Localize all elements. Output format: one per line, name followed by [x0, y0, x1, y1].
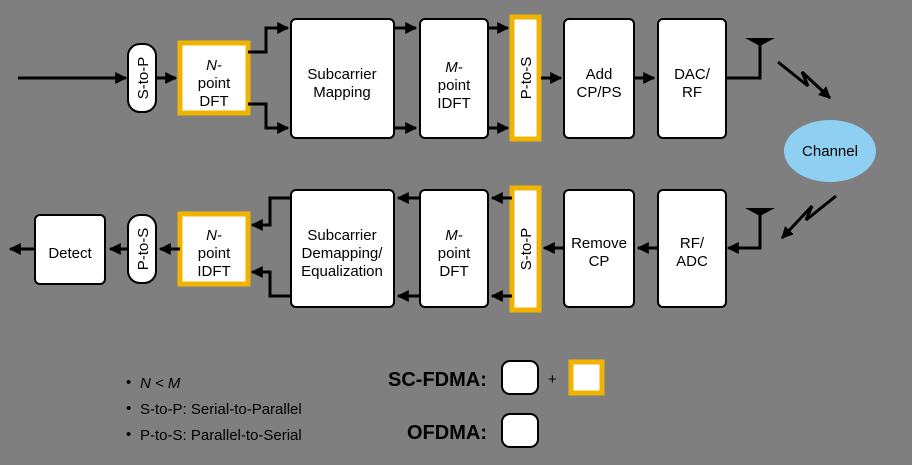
tx-cp-label-1: Add: [586, 66, 613, 83]
tx-wireless-arrow-icon: [777, 60, 832, 100]
tx-dft-n-label: N-: [206, 57, 222, 74]
rx-adc-label-2: ADC: [676, 253, 708, 270]
rx-idft-block: N- point IDFT: [177, 211, 251, 287]
rx-cp-label-1: Remove: [571, 235, 627, 252]
rx-demap-label-2: Demapping/: [302, 245, 384, 262]
tx-dac-label-1: DAC/: [674, 66, 711, 83]
rx-p-to-s-block: P-to-S: [127, 214, 157, 284]
tx-chain: S-to-P N- point DFT Subcarrier Mapping M…: [18, 14, 832, 142]
tx-mapping-block: Subcarrier Mapping: [290, 18, 395, 139]
tx-idft-block: M- point IDFT: [419, 18, 489, 139]
legend-plain-block-swatch: [501, 360, 539, 395]
tx-idft-name-label: IDFT: [437, 95, 470, 112]
tx-mapping-label-2: Mapping: [313, 84, 371, 101]
tx-dac-label-2: RF: [682, 84, 702, 101]
rx-p-to-s-label: P-to-S: [135, 228, 152, 271]
rx-adc-label-1: RF/: [680, 235, 705, 252]
rx-remove-cp-block: Remove CP: [563, 189, 635, 308]
rx-detect-label: Detect: [48, 245, 92, 262]
tx-s-to-p-block: S-to-P: [127, 43, 157, 113]
rx-adc-block: RF/ ADC: [657, 189, 727, 308]
legend-plus: +: [548, 371, 557, 388]
tx-dft-point-label: point: [198, 75, 231, 92]
rx-demap-label-1: Subcarrier: [307, 227, 376, 244]
tx-mapping-label-1: Subcarrier: [307, 66, 376, 83]
rx-arrow-demap-idft-top: [250, 196, 291, 231]
tx-arrow-dft-map-bottom: [248, 102, 290, 134]
legend-note-n-less-m: N < M: [140, 375, 181, 392]
rx-dft-m-label: M-: [445, 227, 463, 244]
rx-dft-name-label: DFT: [439, 263, 468, 280]
rx-arrow-demap-idft-bottom: [250, 266, 291, 298]
tx-antenna-icon: [726, 38, 775, 80]
channel-label: Channel: [802, 143, 858, 160]
tx-p-to-s-label: P-to-S: [518, 57, 535, 100]
rx-idft-name-label: IDFT: [197, 263, 230, 280]
tx-p-to-s-block: P-to-S: [509, 14, 542, 142]
legend: • N < M • S-to-P: Serial-to-Parallel • P…: [126, 359, 605, 448]
legend-note-p-to-s: P-to-S: Parallel-to-Serial: [140, 427, 302, 444]
rx-demapping-block: Subcarrier Demapping/ Equalization: [290, 189, 395, 308]
legend-highlight-block-swatch: [568, 359, 605, 396]
rx-demap-label-3: Equalization: [301, 263, 383, 280]
legend-ofdma-label: OFDMA:: [407, 422, 487, 444]
rx-cp-label-2: CP: [589, 253, 610, 270]
tx-idft-point-label: point: [438, 77, 471, 94]
tx-add-cp-block: Add CP/PS: [563, 18, 635, 139]
tx-arrow-dft-map-top: [248, 22, 290, 54]
legend-scfdma-label: SC-FDMA:: [388, 369, 487, 391]
channel-node: Channel: [784, 120, 876, 182]
tx-idft-m-label: M-: [445, 59, 463, 76]
legend-bullet-2: •: [126, 400, 131, 417]
rx-dft-block: M- point DFT: [419, 189, 489, 308]
rx-s-to-p-label: S-to-P: [518, 228, 535, 271]
rx-s-to-p-block: S-to-P: [509, 185, 542, 313]
rx-antenna-icon: [730, 208, 775, 250]
legend-bullet-3: •: [126, 426, 131, 443]
rx-dft-point-label: point: [438, 245, 471, 262]
rx-wireless-arrow-icon: [780, 194, 837, 240]
rx-chain: RF/ ADC Remove CP S-to-P M- point DFT: [8, 185, 837, 313]
tx-dac-block: DAC/ RF: [657, 18, 727, 139]
rx-idft-point-label: point: [198, 245, 231, 262]
legend-ofdma-block-swatch: [501, 413, 539, 448]
tx-dft-block: N- point DFT: [177, 40, 251, 116]
legend-note-s-to-p: S-to-P: Serial-to-Parallel: [140, 401, 302, 418]
tx-s-to-p-label: S-to-P: [135, 57, 152, 100]
legend-bullet-1: •: [126, 374, 131, 391]
tx-cp-label-2: CP/PS: [576, 84, 621, 101]
rx-idft-n-label: N-: [206, 227, 222, 244]
rx-detect-block: Detect: [34, 214, 106, 285]
tx-dft-name-label: DFT: [199, 93, 228, 110]
